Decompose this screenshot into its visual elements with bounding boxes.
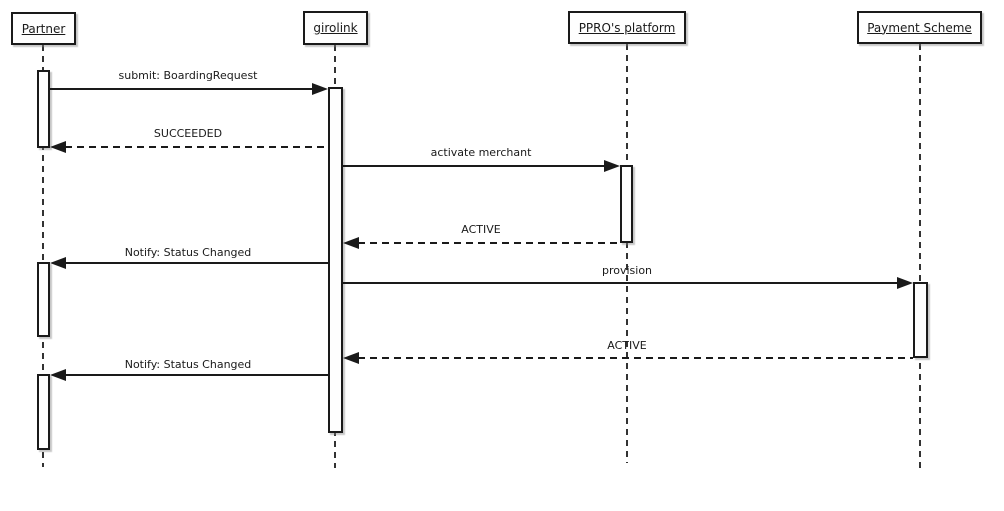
message-line bbox=[358, 357, 913, 359]
message-line bbox=[65, 146, 328, 148]
activation-partner-2 bbox=[37, 262, 50, 337]
actor-payment-scheme: Payment Scheme bbox=[857, 11, 982, 44]
activation-ppro-platform bbox=[620, 165, 633, 243]
actor-payment-scheme-label: Payment Scheme bbox=[867, 20, 972, 35]
message-line bbox=[358, 242, 620, 244]
actor-partner-label: Partner bbox=[21, 21, 66, 36]
activation-girolink bbox=[328, 87, 343, 433]
message-label: submit: BoardingRequest bbox=[118, 69, 258, 82]
message-line bbox=[65, 374, 328, 376]
arrowhead-left-icon bbox=[343, 237, 359, 249]
message-label: activate merchant bbox=[430, 146, 532, 159]
arrowhead-right-icon bbox=[604, 160, 620, 172]
actor-girolink-label: girolink bbox=[313, 21, 358, 35]
arrowhead-right-icon bbox=[897, 277, 913, 289]
actor-ppro-platform: PPRO's platform bbox=[568, 11, 686, 44]
arrowhead-left-icon bbox=[50, 141, 66, 153]
message-label: SUCCEEDED bbox=[153, 127, 223, 140]
message-line bbox=[50, 88, 314, 90]
arrowhead-left-icon bbox=[50, 257, 66, 269]
lifeline-partner bbox=[42, 45, 44, 467]
actor-partner: Partner bbox=[11, 12, 76, 45]
message-label: Notify: Status Changed bbox=[124, 246, 252, 259]
message-line bbox=[65, 262, 328, 264]
message-label: Notify: Status Changed bbox=[124, 358, 252, 371]
arrowhead-right-icon bbox=[312, 83, 328, 95]
activation-payment-scheme bbox=[913, 282, 928, 358]
message-line bbox=[343, 165, 605, 167]
arrowhead-left-icon bbox=[50, 369, 66, 381]
lifeline-ppro-platform bbox=[626, 44, 628, 463]
actor-ppro-platform-label: PPRO's platform bbox=[578, 20, 676, 35]
message-label: ACTIVE bbox=[607, 339, 647, 352]
message-label: ACTIVE bbox=[461, 223, 501, 236]
arrowhead-left-icon bbox=[343, 352, 359, 364]
lifeline-payment-scheme bbox=[919, 44, 921, 468]
message-line bbox=[343, 282, 898, 284]
actor-girolink: girolink bbox=[303, 11, 368, 45]
activation-partner-3 bbox=[37, 374, 50, 450]
activation-partner-1 bbox=[37, 70, 50, 148]
message-label: provision bbox=[601, 264, 653, 277]
